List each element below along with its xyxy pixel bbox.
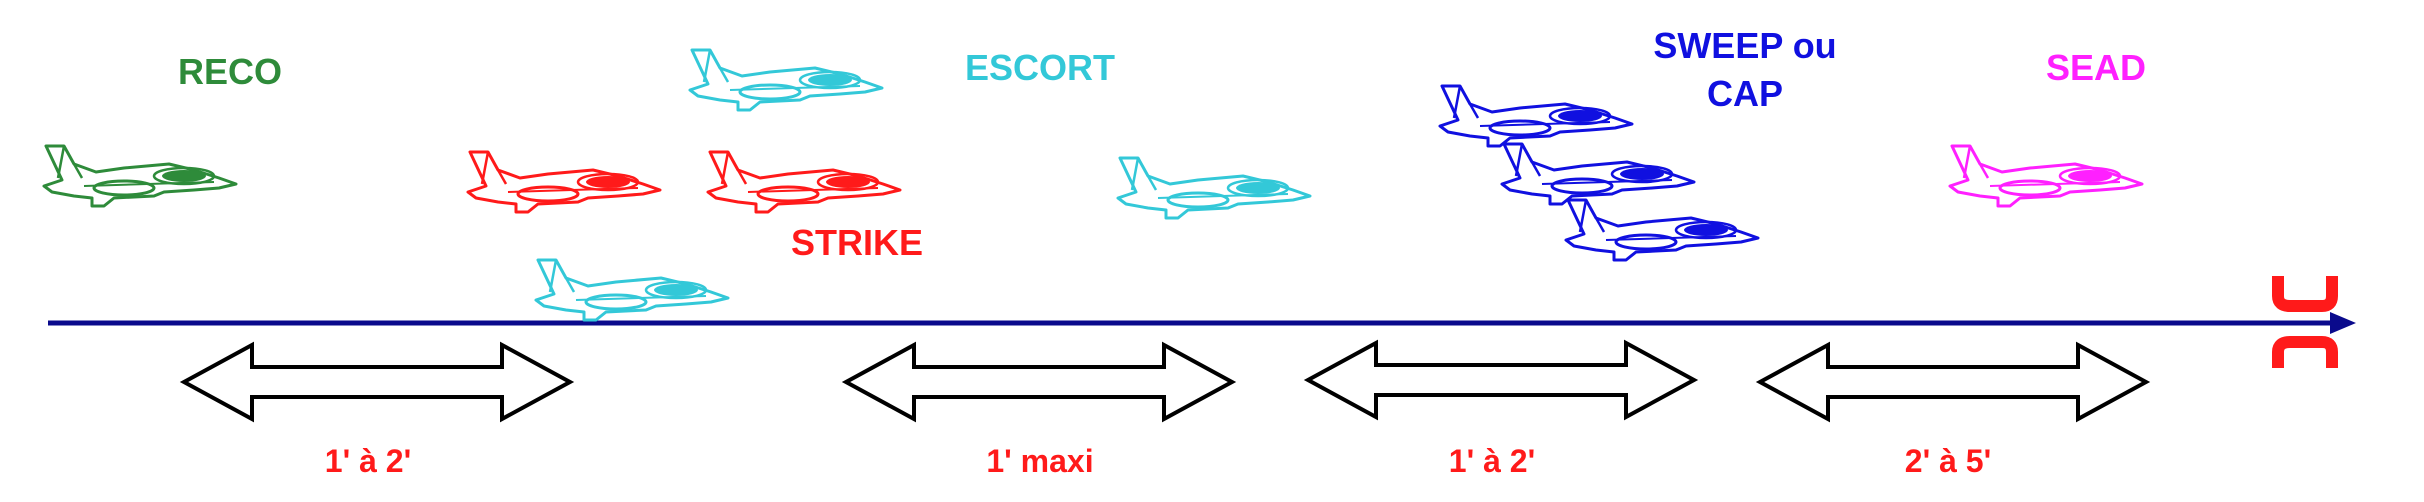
sweep-label-line2: CAP (1707, 73, 1783, 114)
double-arrow-icon (1306, 341, 1696, 419)
strike-jet-icon (466, 150, 662, 214)
double-arrow-icon (844, 343, 1234, 421)
double-arrow-icon (182, 343, 572, 421)
escort-label: ESCORT (965, 47, 1115, 88)
escort-jet-icon (688, 48, 884, 112)
sweep-jet-icon (1564, 198, 1760, 262)
timeline (48, 312, 2356, 334)
target-bracket-icon (2272, 276, 2338, 368)
reco-jet-icon (42, 144, 238, 208)
sweep-label-line1: SWEEP ou (1653, 25, 1836, 66)
interval-label: 2' à 5' (1905, 443, 1991, 479)
sead-label: SEAD (2046, 47, 2146, 88)
interval-label: 1' à 2' (1449, 443, 1535, 479)
interval-label: 1' maxi (986, 443, 1093, 479)
strike-label: STRIKE (791, 222, 923, 263)
sead-jet-icon (1948, 144, 2144, 208)
strike-jet-icon (706, 150, 902, 214)
sweep-jet-icon (1438, 84, 1634, 148)
escort-jet-icon (1116, 156, 1312, 220)
double-arrow-icon (1758, 343, 2148, 421)
escort-jet-icon (534, 258, 730, 322)
interval-label: 1' à 2' (325, 443, 411, 479)
sweep-jet-icon (1500, 142, 1696, 206)
reco-label: RECO (178, 51, 282, 92)
